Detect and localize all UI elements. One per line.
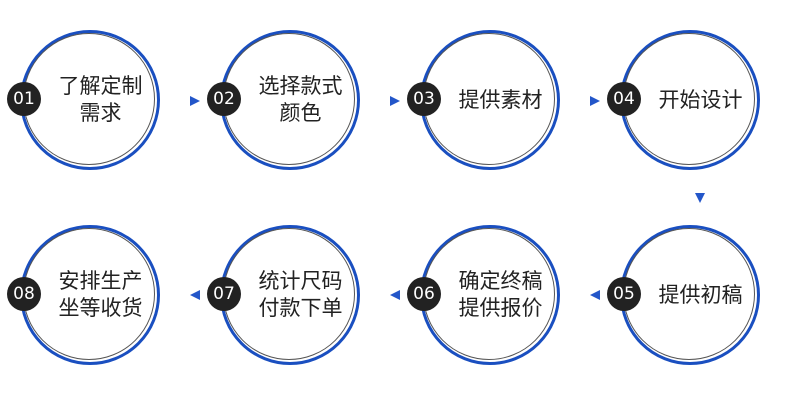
step-label: 选择款式 颜色 [247, 30, 354, 170]
step-01: 01 了解定制 需求 [7, 30, 160, 170]
step-label-line: 提供初稿 [658, 282, 743, 307]
step-label: 提供初稿 [647, 225, 754, 365]
step-label-line: 统计尺码 [258, 269, 343, 293]
step-label: 了解定制 需求 [47, 30, 154, 170]
step-number-badge: 03 [407, 82, 441, 116]
step-label-line: 颜色 [279, 101, 322, 125]
step-03: 03 提供素材 [407, 30, 560, 170]
step-label-line: 坐等收货 [58, 296, 143, 320]
arrow-left-icon [390, 290, 400, 300]
step-number-badge: 02 [207, 82, 241, 116]
step-label-line: 开始设计 [658, 87, 743, 112]
step-06: 06 确定终稿 提供报价 [407, 225, 560, 365]
step-08: 08 安排生产 坐等收货 [7, 225, 160, 365]
step-05: 05 提供初稿 [607, 225, 760, 365]
step-label: 提供素材 [447, 30, 554, 170]
arrow-left-icon [590, 290, 600, 300]
step-07: 07 统计尺码 付款下单 [207, 225, 360, 365]
step-label: 统计尺码 付款下单 [247, 225, 354, 365]
arrow-right-icon [390, 96, 400, 106]
step-label: 开始设计 [647, 30, 754, 170]
arrow-left-icon [190, 290, 200, 300]
step-number-badge: 01 [7, 82, 41, 116]
step-label-line: 付款下单 [258, 296, 343, 320]
step-label-line: 安排生产 [58, 269, 143, 293]
step-04: 04 开始设计 [607, 30, 760, 170]
step-number-badge: 05 [607, 277, 641, 311]
arrow-right-icon [590, 96, 600, 106]
step-label: 安排生产 坐等收货 [47, 225, 154, 365]
step-number-badge: 06 [407, 277, 441, 311]
arrow-right-icon [190, 96, 200, 106]
step-label-line: 确定终稿 [458, 269, 543, 293]
step-02: 02 选择款式 颜色 [207, 30, 360, 170]
step-number-badge: 08 [7, 277, 41, 311]
step-label-line: 了解定制 [58, 74, 143, 98]
arrow-down-icon [695, 193, 705, 203]
step-label: 确定终稿 提供报价 [447, 225, 554, 365]
step-label-line: 提供素材 [458, 87, 543, 112]
step-number-badge: 04 [607, 82, 641, 116]
step-label-line: 需求 [79, 101, 122, 125]
step-label-line: 选择款式 [258, 74, 343, 98]
step-number-badge: 07 [207, 277, 241, 311]
step-label-line: 提供报价 [458, 296, 543, 320]
